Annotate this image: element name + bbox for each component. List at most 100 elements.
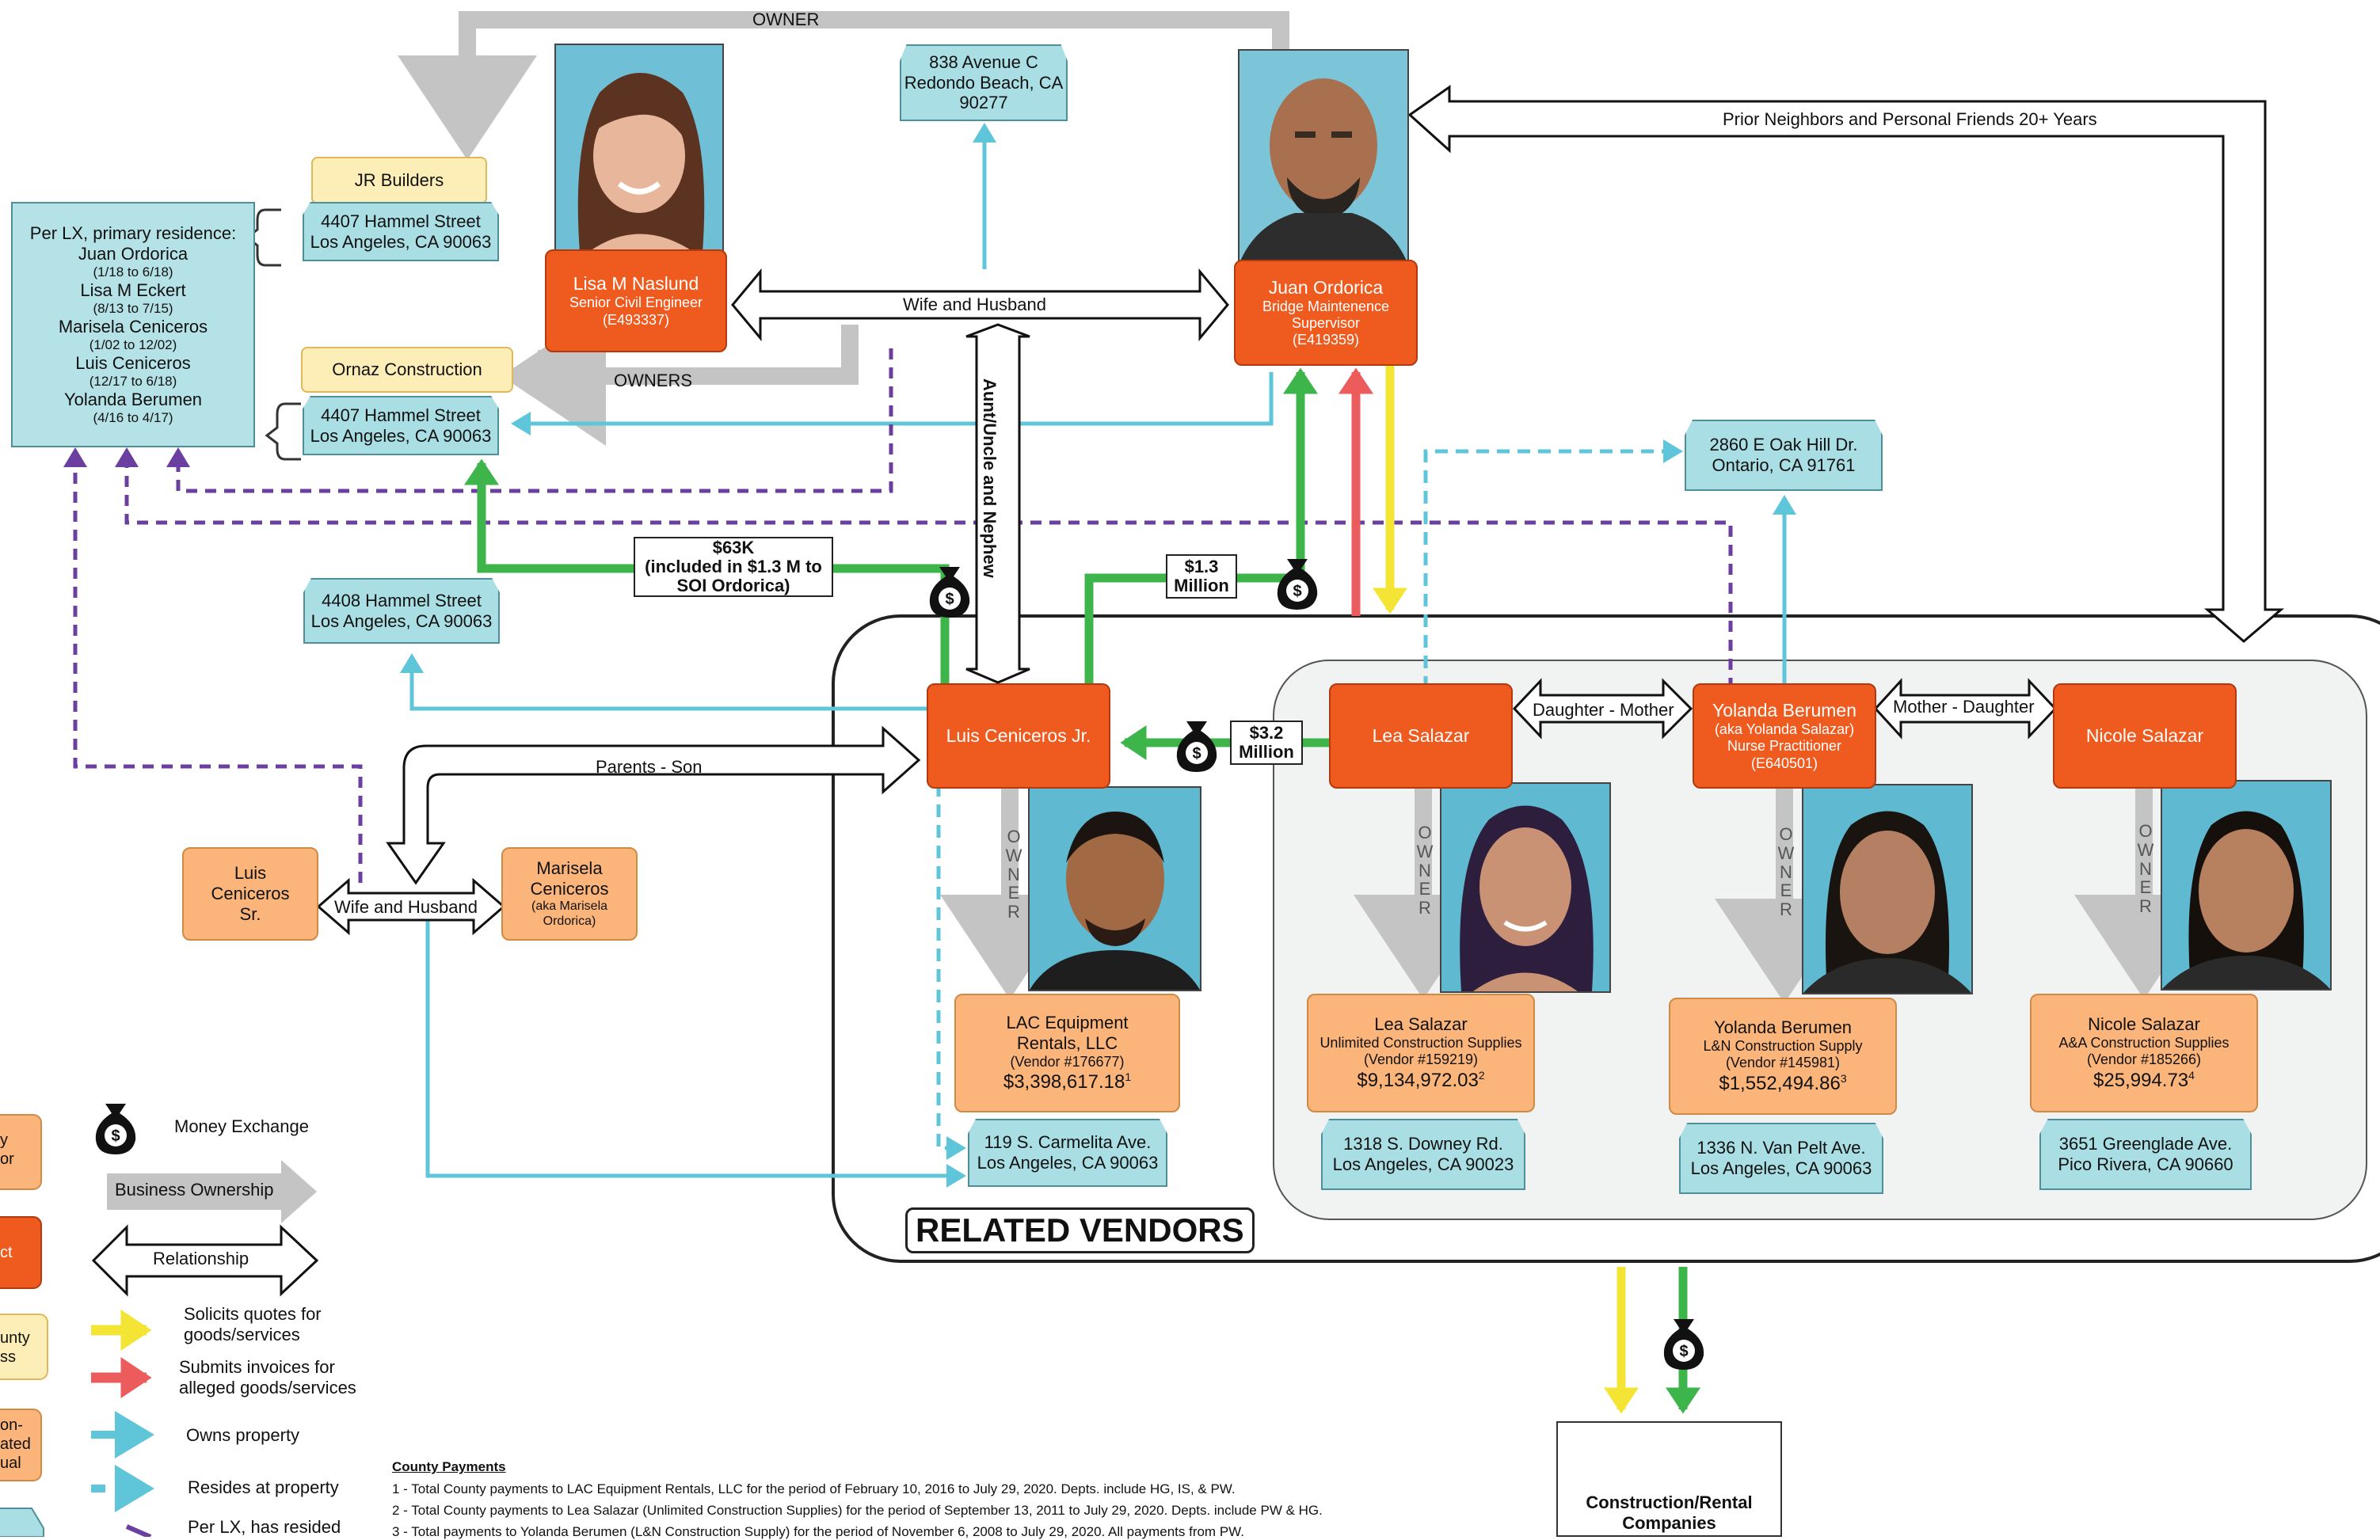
person-name: Luis [234,863,267,884]
address-line: 3651 Greenglade Ave. [2058,1134,2233,1154]
address-line: Redondo Beach, CA [904,72,1064,93]
payment-amount: $1,552,494.86 [1719,1072,1841,1094]
marisela-ceniceros-box: Marisela Ceniceros (aka Marisela Ordoric… [501,847,638,941]
address-line: 90277 [959,93,1008,113]
mother-daughter-label: Mother - Daughter [1893,697,2035,717]
svg-text:$: $ [1293,583,1301,600]
legend-line: ss [0,1348,16,1366]
wife-husband-label: Wife and Husband [903,295,1046,314]
address-line: 119 S. Carmelita Ave. [984,1132,1152,1153]
footnote-2: 2 - Total County payments to Lea Salazar… [392,1503,1323,1518]
money-1-3m-label: $1.3 Million [1166,554,1237,599]
residence-title: Per LX, primary residence: [29,223,237,244]
legend-line: on- [0,1416,23,1434]
vendor-name: Lea Salazar [1374,1014,1468,1035]
resident-dates: (1/18 to 6/18) [93,264,173,279]
juan-ordorica-photo [1238,49,1409,264]
address-line: 1318 S. Downey Rd. [1343,1134,1503,1154]
payment-amount: $3,398,617.18 [1003,1070,1125,1093]
construction-label: Companies [1622,1513,1716,1533]
yolanda-berumen-vendor-box: Yolanda Berumen L&N Construction Supply … [1669,998,1897,1115]
vendor-name: Yolanda Berumen [1713,1017,1853,1038]
legend-line: alleged goods/services [179,1378,356,1398]
address-line: Los Angeles, CA 90023 [1332,1154,1514,1174]
resident-name: Marisela Ceniceros [58,316,208,337]
address-greenglade: 3651 Greenglade Ave. Pico Rivera, CA 906… [2039,1119,2252,1190]
legend-line: ated [0,1435,31,1453]
money-amount: $1.3 [1184,556,1219,576]
wife-husband-bottom-label: Wife and Husband [334,897,478,917]
address-4408-hammel: 4408 Hammel Street Los Angeles, CA 90063 [303,578,500,644]
related-vendors-title: RELATED VENDORS [905,1207,1255,1253]
person-title: Bridge Maintenence [1262,298,1390,314]
luis-ceniceros-jr-box: Luis Ceniceros Jr. [927,683,1110,789]
person-aka: (aka Yolanda Salazar) [1714,721,1855,738]
address-line: 1336 N. Van Pelt Ave. [1696,1138,1866,1158]
person-title: Senior Civil Engineer [569,295,703,311]
address-line: Ontario, CA 91761 [1712,455,1856,475]
address-line: Los Angeles, CA 90063 [977,1153,1159,1173]
vendor-number: (Vendor #145981) [1725,1055,1841,1071]
address-line: Los Angeles, CA 90063 [310,231,492,252]
nicole-salazar-box: Nicole Salazar [2053,683,2237,789]
address-line: Los Angeles, CA 90063 [1690,1158,1872,1178]
person-name: Nicole Salazar [2085,724,2204,746]
person-name: Sr. [239,903,261,924]
legend-resides: Resides at property [188,1477,339,1497]
person-title: Nurse Practitioner [1727,738,1842,755]
vendor-number: (Vendor #176677) [1010,1053,1125,1070]
yolanda-berumen-photo [1802,784,1973,994]
vendor-company: Unlimited Construction Supplies [1319,1035,1522,1051]
resident-name: Yolanda Berumen [63,389,203,409]
footnote-marker: 4 [2188,1068,2195,1082]
legend-money-exchange: Money Exchange [174,1116,309,1136]
employee-id: (E640501) [1750,755,1818,771]
resident-dates: (12/17 to 6/18) [89,373,177,389]
aunt-uncle-label: Aunt/Uncle and Nephew [980,378,1000,578]
address-line: Los Angeles, CA 90063 [310,425,492,446]
lac-equipment-vendor-box: LAC Equipment Rentals, LLC (Vendor #1766… [954,994,1180,1112]
money-bag-icon: $ [1663,1319,1704,1370]
money-bag-icon: $ [929,567,970,618]
resident-dates: (4/16 to 4/17) [93,409,173,425]
construction-rental-companies-box: Construction/Rental Companies [1556,1421,1782,1537]
vendor-name: LAC Equipment [1006,1012,1129,1032]
person-aka: Ordorica) [543,914,596,928]
owners-label: OWNERS [614,371,692,390]
lea-salazar-vendor-box: Lea Salazar Unlimited Construction Suppl… [1307,994,1535,1112]
address-4407-hammel-b: 4407 Hammel Street Los Angeles, CA 90063 [303,396,499,455]
payment-amount: $25,994.73 [2093,1069,2189,1091]
vendor-company: L&N Construction Supply [1703,1038,1863,1055]
address-line: 838 Avenue C [929,51,1038,72]
svg-text:$: $ [945,591,954,608]
lisa-naslund-box: Lisa M Naslund Senior Civil Engineer (E4… [545,249,727,352]
resident-dates: (8/13 to 7/15) [93,300,173,316]
resident-name: Luis Ceniceros [75,352,191,373]
address-line: 2860 E Oak Hill Dr. [1709,435,1858,455]
ornaz-construction-box: Ornaz Construction [301,347,513,393]
money-amount: $63K [712,537,755,557]
legend-owns-property: Owns property [186,1425,300,1445]
address-4407-hammel-a: 4407 Hammel Street Los Angeles, CA 90063 [303,202,499,261]
money-bag-icon: $ [1277,559,1318,610]
yolanda-berumen-box: Yolanda Berumen (aka Yolanda Salazar) Nu… [1693,683,1876,789]
svg-text:$: $ [111,1127,120,1145]
footnote-marker: 1 [1125,1070,1132,1083]
address-line: 4408 Hammel Street [322,590,482,610]
related-vendors-container [832,614,2380,1263]
vendor-name: Rentals, LLC [1016,1032,1118,1053]
money-bag-icon: $ [1176,721,1217,772]
person-name: Ceniceros [211,884,290,904]
person-name: Lisa M Naslund [573,273,699,295]
legend-line: goods/services [184,1325,300,1345]
footnote-1: 1 - Total County payments to LAC Equipme… [392,1481,1236,1496]
legend-cut-text: ct [0,1244,13,1261]
person-name: Ceniceros [530,879,609,899]
legend-business-ownership: Business Ownership [115,1180,274,1200]
